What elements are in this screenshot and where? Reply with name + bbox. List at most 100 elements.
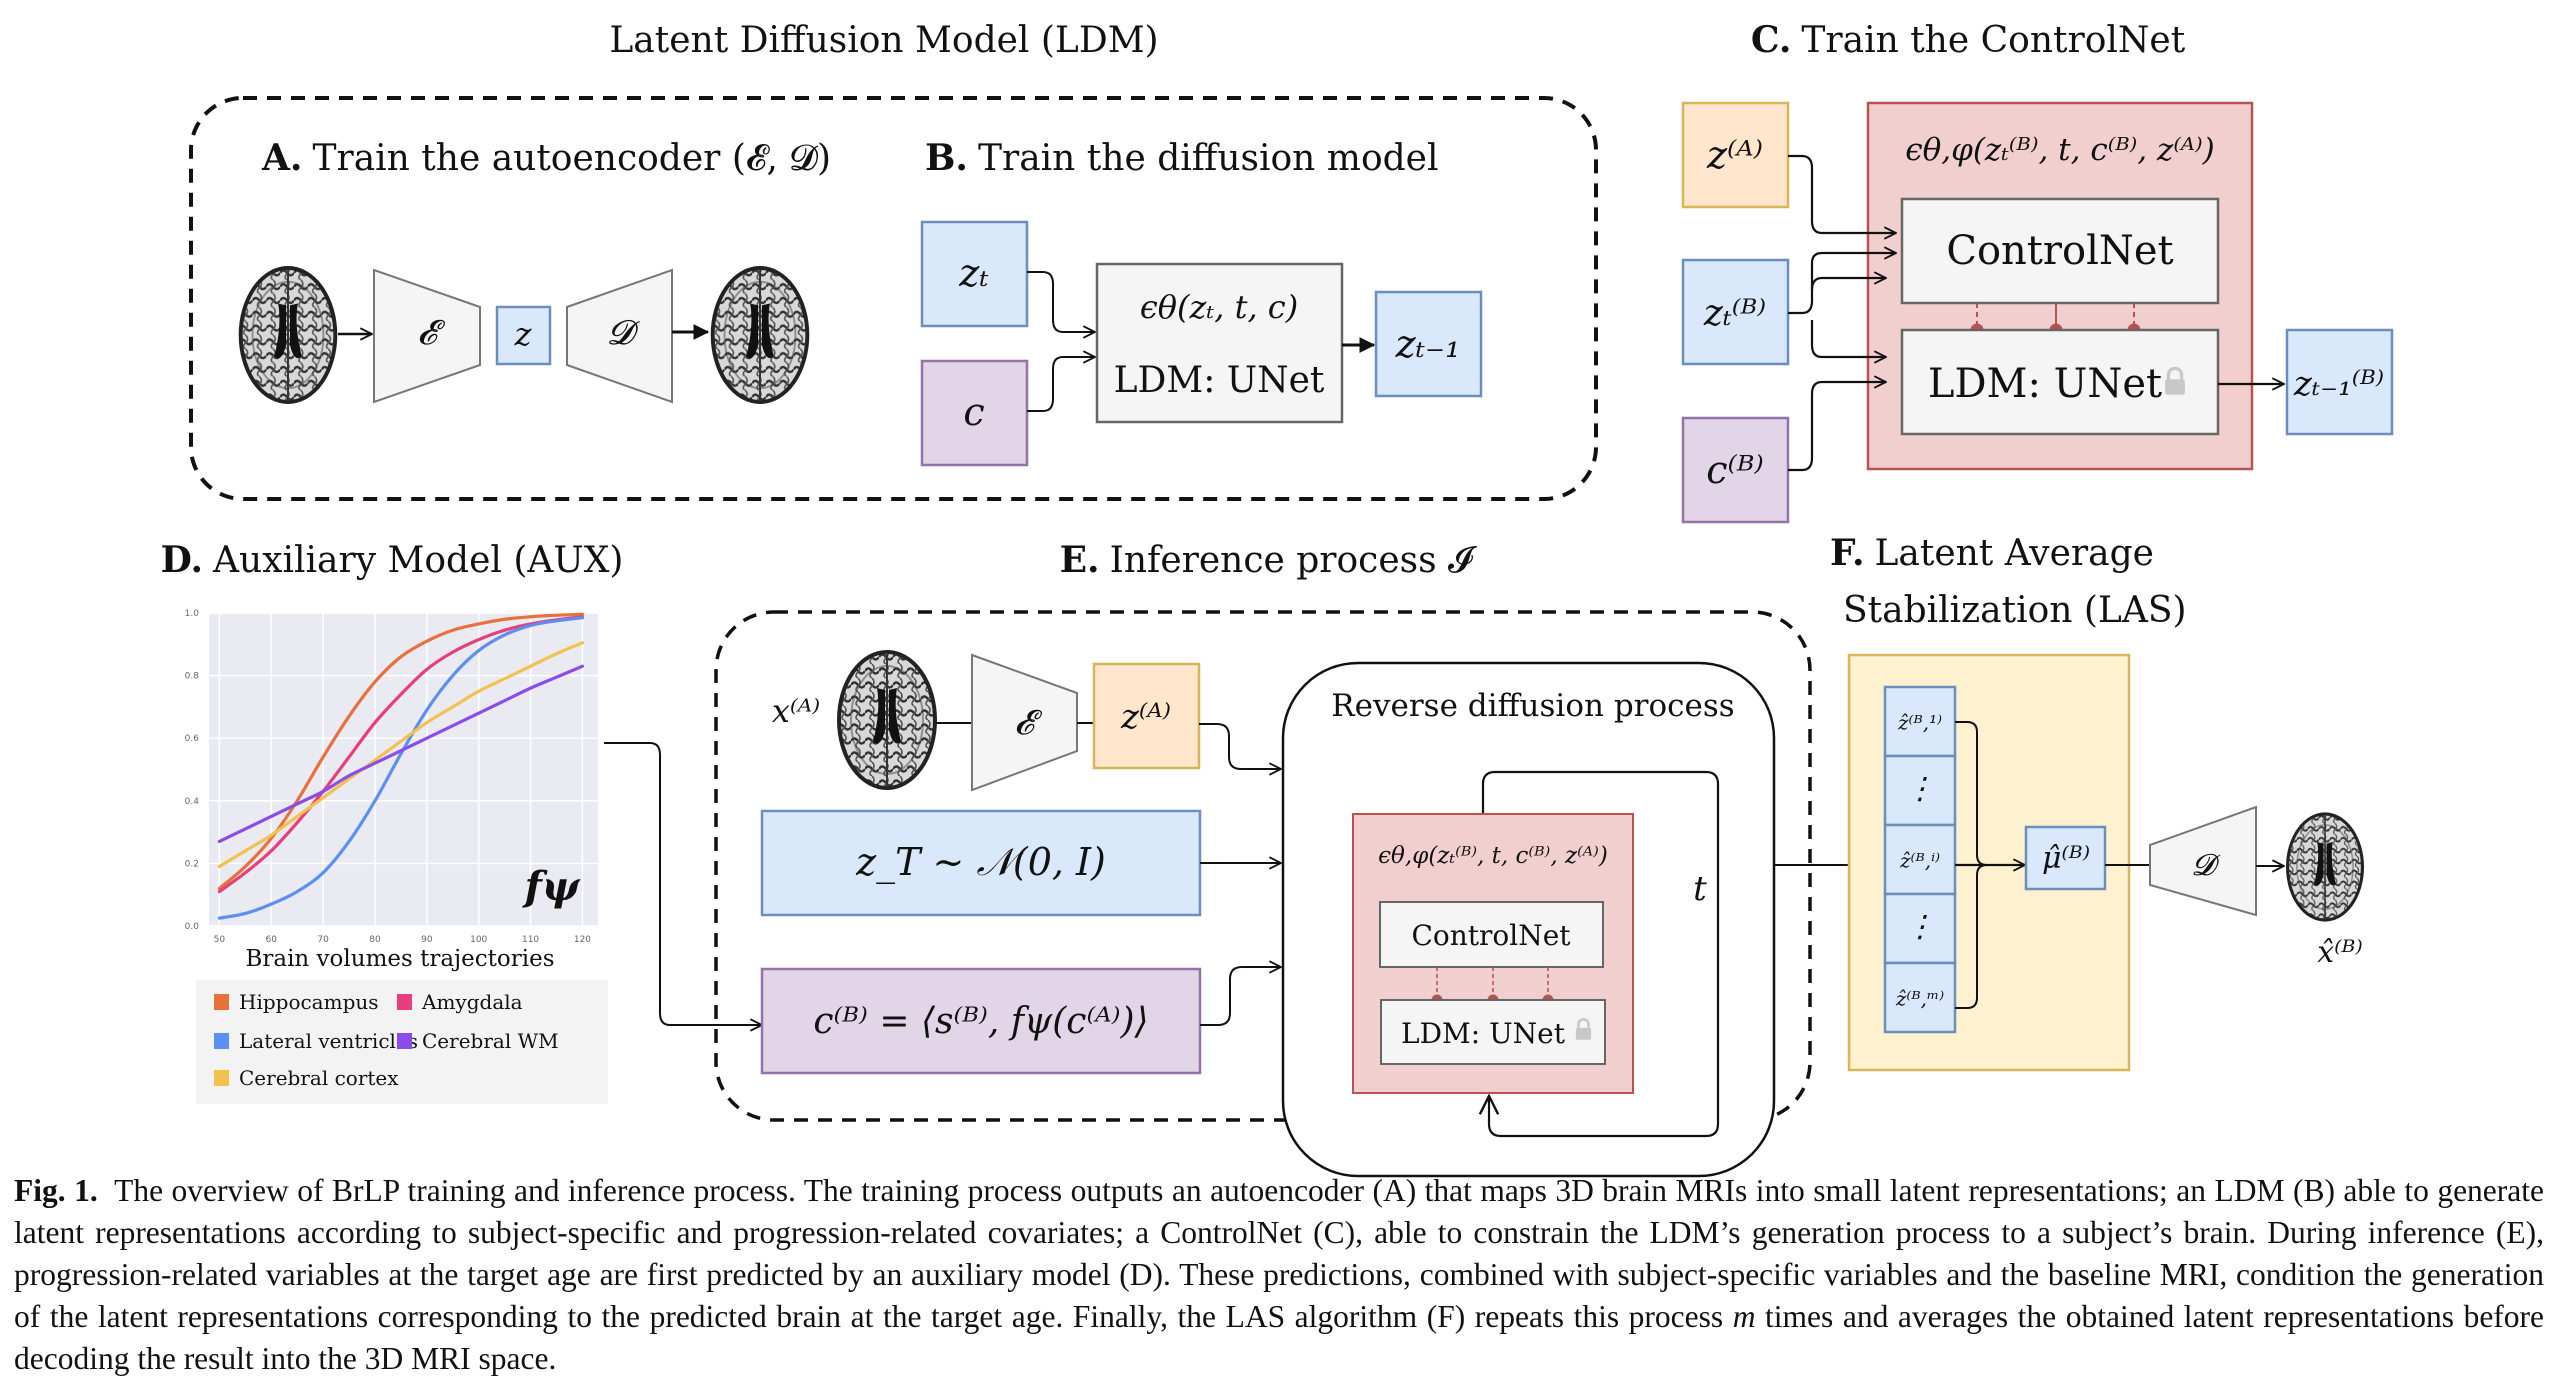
section-c-letter: C.: [1751, 19, 1792, 61]
latent-sample-cell: [1883, 823, 1957, 896]
arrow-aux-to-condition: [604, 742, 762, 1025]
ldm-unet-label: LDM: UNet: [1401, 1017, 1566, 1050]
controlnet-label: ControlNet: [1411, 919, 1571, 952]
legend-swatch: [214, 994, 229, 1010]
latent-z-label: z: [514, 315, 533, 353]
section-a-letter: A.: [261, 137, 302, 179]
latent-z-box: [495, 305, 552, 366]
x-tick-label: 120: [574, 935, 591, 945]
caption-label: Fig. 1.: [14, 1173, 98, 1208]
merge-line-top: [1955, 721, 1988, 866]
caption-text: The overview of BrLP training and infere…: [14, 1173, 2544, 1334]
section-f-letter: F.: [1830, 532, 1864, 574]
f-psi-label: fψ: [522, 863, 581, 910]
ldm-unet-box: [1095, 262, 1344, 424]
arrow: [1200, 967, 1281, 1026]
xa-label: x⁽ᴬ⁾: [772, 692, 820, 730]
section-f: F.Latent Average Stabilization (LAS) ẑ⁽ᴮ…: [1830, 532, 2364, 1072]
section-e-label: Inference process 𝓘: [1110, 540, 1477, 581]
section-c: C.Train the ControlNet z⁽ᴬ⁾ zₜ⁽ᴮ⁾ c⁽ᴮ⁾ ϵ…: [1681, 19, 2394, 524]
controlnet-label: ControlNet: [1946, 228, 2173, 274]
zt-label: zₜ: [958, 251, 989, 295]
latent-stack: ẑ⁽ᴮ,¹⁾⋮ẑ⁽ᴮ,ⁱ⁾⋮ẑ⁽ᴮ,ᵐ⁾: [1883, 685, 1957, 1034]
y-tick-label: 0.4: [185, 797, 200, 807]
section-b-label: Train the diffusion model: [978, 138, 1439, 179]
legend-label: Hippocampus: [239, 990, 379, 1014]
section-a-title: A.Train the autoencoder (𝓔, 𝓓): [261, 137, 831, 179]
ztb-minus-1-box: [2285, 328, 2394, 436]
section-a: A.Train the autoencoder (𝓔, 𝓓) 𝓔 z 𝓓: [238, 137, 831, 404]
legend-label: Lateral ventricles: [239, 1029, 418, 1053]
series-line-cerebral-cortex: [217, 641, 585, 869]
ztb-box: [1681, 258, 1790, 366]
legend-label: Cerebral cortex: [239, 1066, 399, 1090]
y-tick-label: 0.2: [185, 859, 199, 869]
arrow: [1027, 271, 1095, 332]
ztb-label: zₜ⁽ᴮ⁾: [1703, 293, 1766, 334]
decoder-shape: [566, 268, 673, 404]
section-b: B.Train the diffusion model zₜ c ϵθ(zₜ, …: [920, 137, 1483, 467]
x-tick-label: 80: [369, 935, 381, 945]
legend-swatch: [214, 1070, 229, 1086]
legend-label: Amygdala: [421, 990, 523, 1014]
timestep-loop-arrow: [1483, 770, 1720, 1138]
unet-formula: ϵθ(zₜ, t, c): [1140, 288, 1298, 326]
arrow: [1810, 320, 1886, 357]
y-tick-label: 0.0: [185, 922, 200, 932]
section-c-title: C.Train the ControlNet: [1751, 19, 2186, 61]
noise-box: [760, 809, 1202, 917]
input-brain-mri-icon: [238, 266, 338, 404]
merge-line-bottom: [1955, 864, 1988, 1009]
ldm-unet-label: LDM: UNet: [1928, 361, 2162, 407]
section-a-label: Train the autoencoder (𝓔, 𝓓): [312, 138, 831, 179]
ldm-dashed-container: [189, 96, 1598, 501]
section-e-title: E.Inference process 𝓘: [1060, 539, 1477, 581]
x-tick-label: 100: [470, 935, 487, 945]
series-line-amygdala: [217, 615, 585, 894]
ztb-minus-1-label: zₜ₋₁⁽ᴮ⁾: [2293, 364, 2384, 404]
x-tick-label: 50: [214, 935, 226, 945]
arrow: [1810, 278, 1886, 291]
ldm-title: Latent Diffusion Model (LDM): [609, 20, 1158, 61]
zt-minus-1-box: [1374, 290, 1483, 398]
legend-swatch: [214, 1033, 229, 1049]
controlnet-box: [1900, 197, 2220, 305]
section-b-title: B.Train the diffusion model: [925, 137, 1438, 179]
section-e: E.Inference process 𝓘 x⁽ᴬ⁾ 𝓔 z⁽ᴬ⁾ z_T ∼ …: [714, 539, 1880, 1178]
controlnet-formula: ϵθ,φ(zₜ⁽ᴮ⁾, t, c⁽ᴮ⁾, z⁽ᴬ⁾): [1378, 843, 1608, 869]
unet-label: LDM: UNet: [1114, 360, 1325, 401]
series-line-lateral-ventricles: [217, 616, 585, 920]
section-d-title: D.Auxiliary Model (AUX): [161, 539, 624, 581]
y-tick-label: 0.8: [185, 672, 200, 682]
loop-t-label: t: [1693, 869, 1707, 909]
zt-minus-1-label: zₜ₋₁: [1395, 322, 1461, 366]
section-d-letter: D.: [161, 539, 203, 581]
arrow: [1788, 154, 1896, 233]
section-f-title-line2: Stabilization (LAS): [1843, 590, 2187, 631]
noise-label: z_T ∼ 𝒩(0, I): [855, 840, 1106, 885]
controlnet-formula: ϵθ,φ(zₜ⁽ᴮ⁾, t, c⁽ᴮ⁾, z⁽ᴬ⁾): [1905, 132, 2215, 168]
c-label: c: [963, 390, 984, 434]
latent-sample-label: ẑ⁽ᴮ,¹⁾: [1897, 711, 1942, 735]
inference-dashed-container: [714, 610, 1812, 1122]
cb-label: c⁽ᴮ⁾: [1706, 448, 1764, 492]
arrow: [1199, 723, 1281, 769]
section-b-letter: B.: [925, 137, 968, 179]
za-box: [1681, 101, 1790, 209]
arrow: [1788, 253, 1896, 315]
latent-sample-label: ẑ⁽ᴮ,ᵐ⁾: [1895, 987, 1944, 1011]
zt-box: [920, 220, 1029, 328]
za-box: [1092, 662, 1201, 770]
x-tick-label: 70: [317, 935, 329, 945]
section-c-label: Train the ControlNet: [1801, 20, 2185, 61]
decoder-shape: [2149, 805, 2257, 917]
chart-caption: Brain volumes trajectories: [245, 946, 554, 972]
latent-sample-cell: [1883, 961, 1957, 1034]
section-e-letter: E.: [1060, 539, 1100, 581]
caption-variable-m: m: [1732, 1299, 1756, 1334]
mean-latent-box: [2024, 825, 2107, 891]
